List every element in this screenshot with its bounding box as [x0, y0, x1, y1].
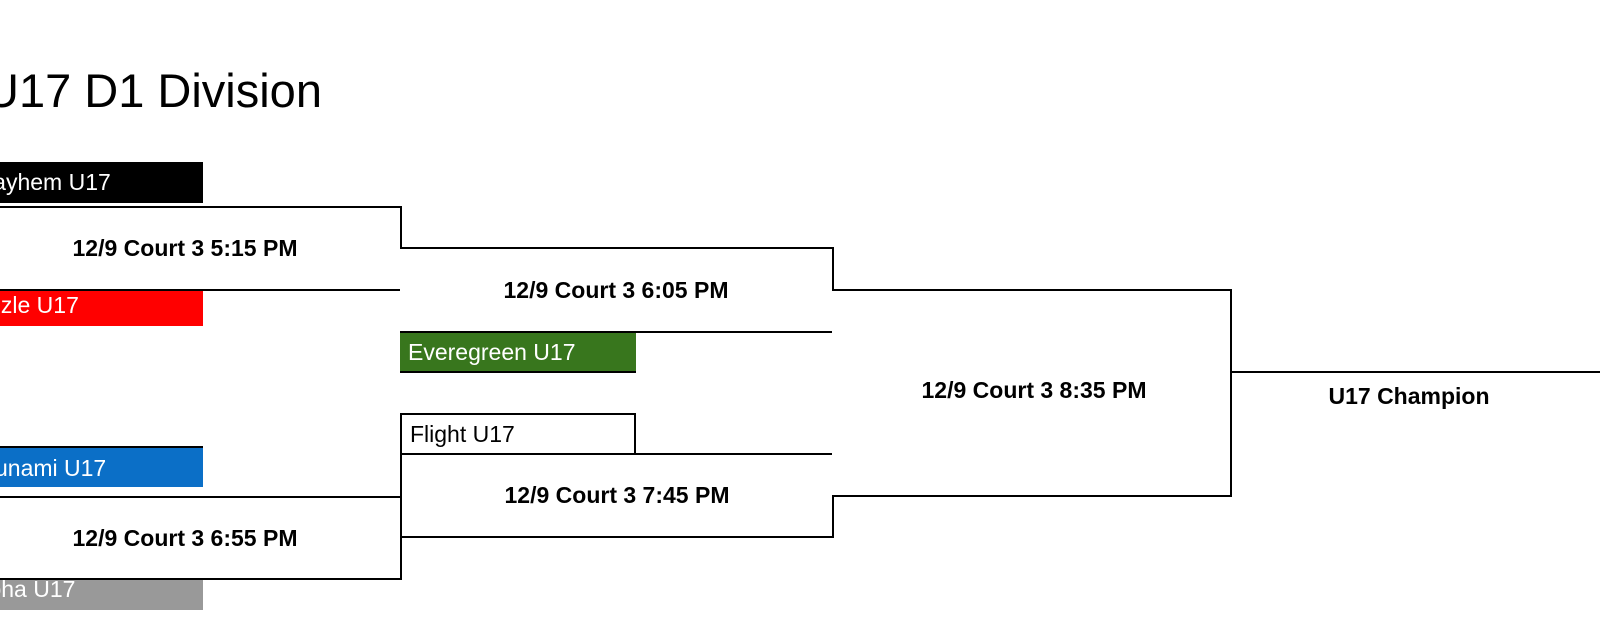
- game-2: 12/9 Court 3 6:05 PM: [400, 247, 834, 333]
- team-tsunami: Tsunami U17: [0, 446, 203, 487]
- team-flight: Flight U17: [400, 413, 636, 454]
- team-drizzle: Drizzle U17: [0, 285, 203, 326]
- game-3: 12/9 Court 3 6:55 PM: [0, 496, 402, 580]
- champion-line: [1230, 371, 1600, 373]
- game-5: 12/9 Court 3 8:35 PM: [832, 289, 1232, 497]
- team-everegreen: Everegreen U17: [400, 332, 636, 373]
- champion-label: U17 Champion: [1328, 383, 1490, 409]
- game-1: 12/9 Court 3 5:15 PM: [0, 206, 402, 291]
- team-mayhem: Mayhem U17: [0, 162, 203, 203]
- game-4: 12/9 Court 3 7:45 PM: [400, 453, 834, 538]
- page-title: U17 D1 Division: [0, 64, 322, 117]
